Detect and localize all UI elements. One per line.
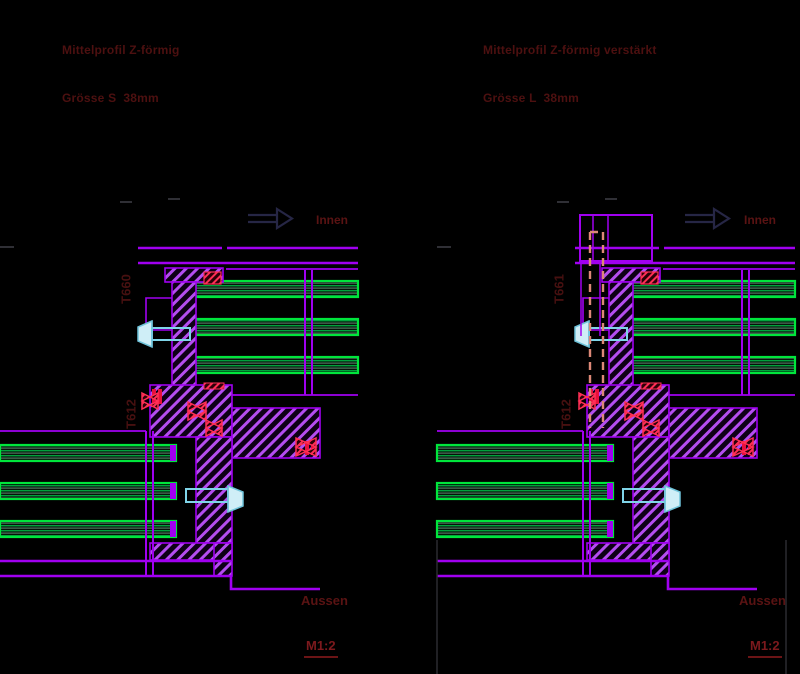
title-line2: Grösse L 38mm <box>483 91 579 105</box>
aussen-label-right: Aussen <box>739 593 786 608</box>
drawing-title-left: Mittelprofil Z-förmig Grösse S 38mm <box>62 10 180 138</box>
article-number-mid-right: T612 <box>558 399 574 429</box>
scale-label-right: M1:2 <box>748 638 782 658</box>
reinforcement-profile <box>579 214 653 428</box>
innen-label-right: Innen <box>744 213 776 227</box>
scale-label-left: M1:2 <box>304 638 338 658</box>
article-number-top-right: T661 <box>551 274 567 304</box>
article-number-top-left: T660 <box>118 274 134 304</box>
title-line2: Grösse S 38mm <box>62 91 159 105</box>
innen-label-left: Innen <box>316 213 348 227</box>
frame-lines <box>436 540 787 674</box>
title-line1: Mittelprofil Z-förmig <box>62 43 180 57</box>
aussen-label-left: Aussen <box>301 593 348 608</box>
article-number-mid-left: T612 <box>123 399 139 429</box>
title-line1: Mittelprofil Z-förmig verstärkt <box>483 43 657 57</box>
drawing-title-right: Mittelprofil Z-förmig verstärkt Grösse L… <box>483 10 657 138</box>
